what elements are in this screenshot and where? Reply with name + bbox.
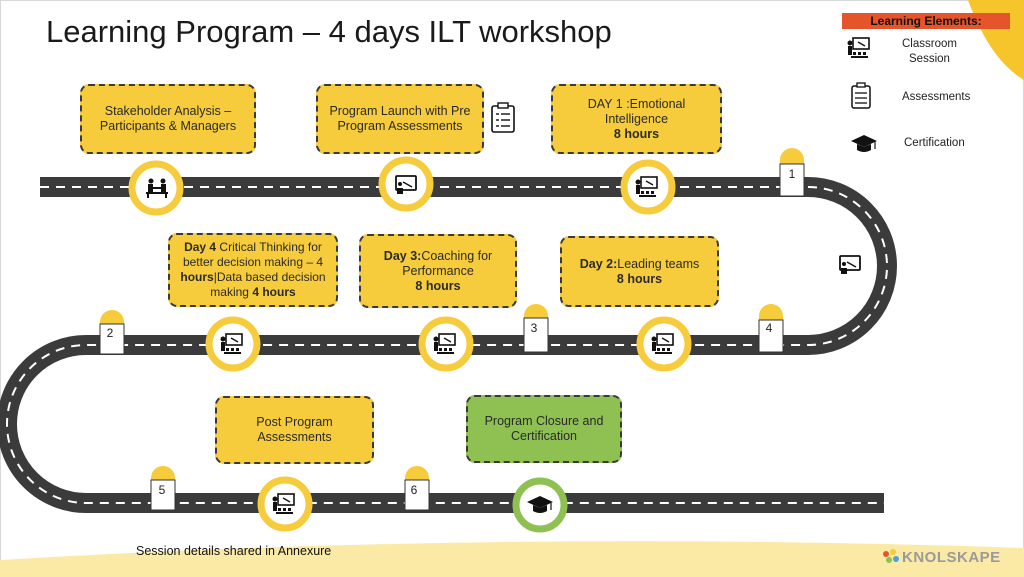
milestone-marker-6: 6	[404, 466, 430, 511]
box-text: Participants & Managers	[99, 119, 237, 133]
session-circle-day2	[636, 316, 692, 372]
box-text: Performance	[402, 263, 474, 278]
legend-certification-label: Certification	[904, 137, 965, 149]
box-text: Leading teams	[617, 256, 700, 271]
box-text: Program Closure and	[484, 414, 604, 428]
legend-text: Session	[909, 53, 950, 65]
box-text: Intelligence	[604, 111, 669, 126]
assessment-clipboard-icon	[491, 102, 515, 133]
milestone-label: 2	[107, 326, 114, 340]
classroom-session-icon	[219, 333, 243, 355]
box-text: Day 2:	[579, 256, 618, 271]
session-circle-day1	[620, 159, 676, 215]
milestone-marker-2: 2	[99, 310, 125, 355]
box-text: Day 4	[184, 240, 217, 254]
milestone-label: 6	[411, 483, 418, 497]
session-circle-launch	[378, 156, 434, 212]
box-text: better decision making – 4	[182, 255, 324, 269]
session-circle-post	[257, 476, 313, 532]
box-text: Day 3:	[383, 248, 422, 263]
box-text: 8 hours	[616, 271, 663, 286]
box-text: 4 hours	[252, 285, 296, 299]
box-text: hours	[180, 270, 214, 284]
footer-note: Session details shared in Annexure	[136, 544, 332, 558]
box-text: |Data based decision	[213, 270, 326, 284]
box-text: :Emotional	[622, 96, 686, 111]
assessment-clipboard-icon	[851, 82, 871, 109]
milestone-label: 4	[766, 321, 773, 335]
session-circle-day3	[418, 316, 474, 372]
box-text: 8 hours	[613, 126, 660, 141]
milestone-marker-3: 3	[523, 304, 549, 353]
milestone-label: 1	[789, 167, 796, 181]
milestone-label: 3	[531, 321, 538, 335]
session-circle-stakeholder	[128, 160, 184, 216]
box-text: Assessments	[257, 430, 332, 444]
box-text: making	[210, 285, 253, 299]
box-text: Post Program	[256, 415, 333, 429]
legend-assessments-label: Assessments	[902, 91, 971, 103]
box-stakeholder-analysis: Stakeholder Analysis –Participants & Man…	[80, 84, 256, 154]
classroom-session-icon	[650, 333, 674, 355]
classroom-session-icon	[634, 176, 658, 198]
box-text: Coaching for	[421, 248, 493, 263]
knolskape-logo-icon	[883, 549, 899, 563]
legend-text: Classroom	[902, 38, 957, 50]
graduation-cap-icon	[850, 134, 878, 153]
milestone-label: 5	[159, 483, 166, 497]
session-circle-day4	[205, 316, 261, 372]
milestone-marker-4: 4	[758, 304, 784, 353]
legend-header: Learning Elements:	[842, 13, 1010, 29]
box-text: Program Launch with Pre	[329, 104, 471, 118]
brand-logo-text: KNOLSKAPE	[902, 549, 1001, 566]
bottom-wave-decor	[0, 541, 1024, 577]
page-title: Learning Program – 4 days ILT workshop	[46, 14, 612, 49]
session-circle-closure	[512, 477, 568, 533]
presentation-icon	[839, 255, 861, 275]
box-text: Critical Thinking for	[216, 240, 322, 254]
milestone-marker-5: 5	[150, 466, 176, 511]
box-text: Stakeholder Analysis –	[104, 104, 232, 118]
classroom-session-icon	[271, 493, 295, 515]
box-text: DAY 1	[587, 96, 623, 111]
box-text: 8 hours	[415, 278, 461, 293]
milestone-marker-1: 1	[779, 148, 805, 197]
box-text: Program Assessments	[337, 119, 463, 133]
box-text: Certification	[511, 429, 577, 443]
classroom-session-icon	[432, 333, 456, 355]
classroom-session-icon	[846, 37, 870, 59]
